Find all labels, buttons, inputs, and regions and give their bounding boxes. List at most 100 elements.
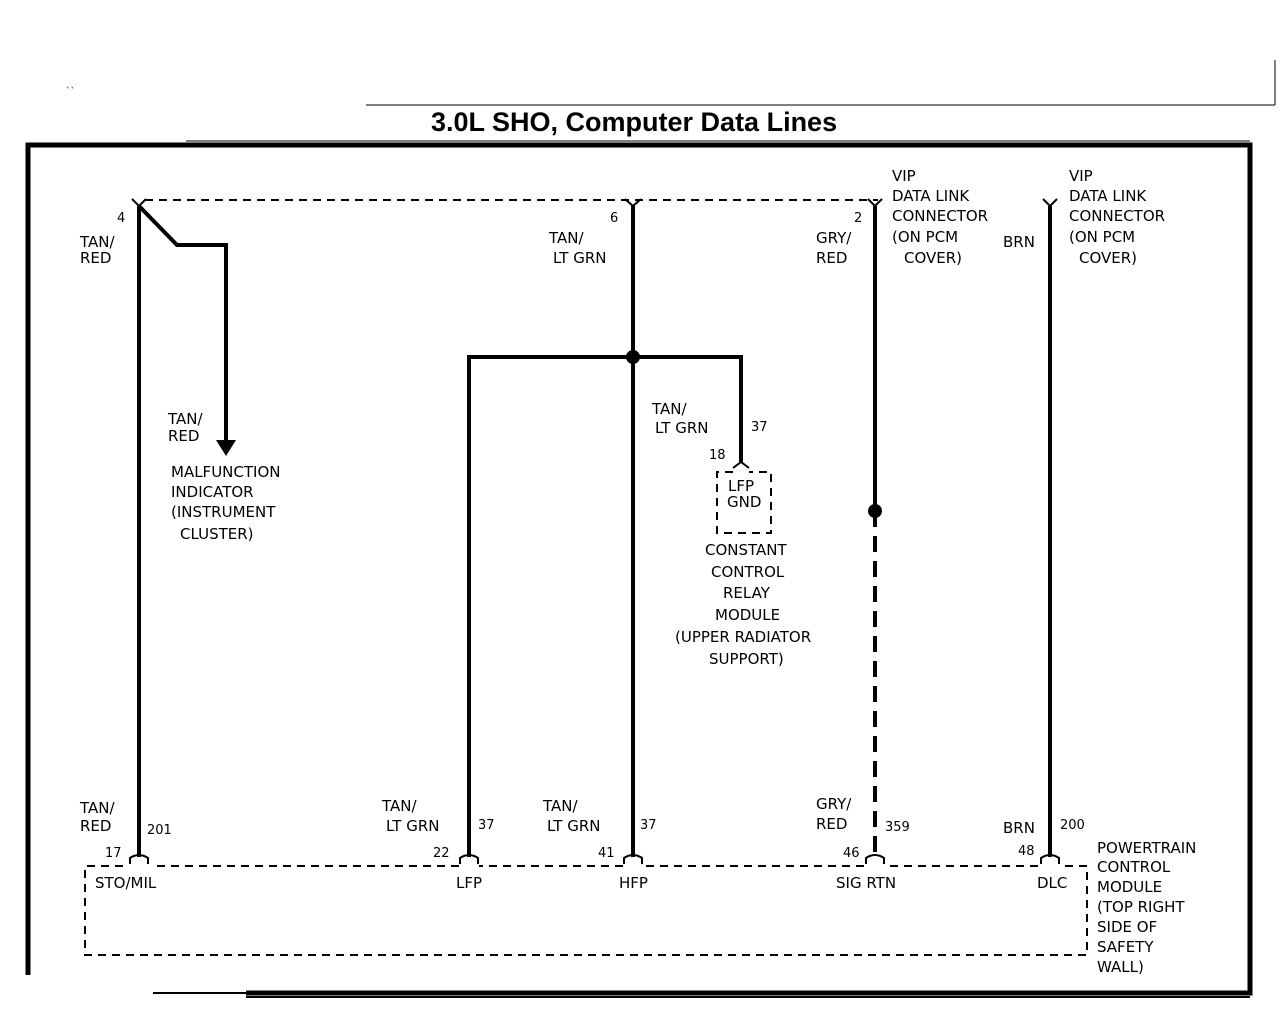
label-line: (ON PCM	[892, 228, 958, 246]
label-line: CONSTANT	[705, 541, 788, 559]
wire-color-label: BRN	[1003, 819, 1035, 837]
wire-color-label: RED	[816, 815, 847, 833]
circuit-number: 37	[478, 818, 495, 833]
pin-number: 22	[433, 846, 450, 861]
circuit-number: 37	[751, 420, 768, 435]
diagram-frame	[25, 140, 1253, 998]
pcm-pin-46	[865, 854, 885, 864]
wire-tan-ltgrn-relay	[633, 355, 743, 462]
label-line: CONNECTOR	[892, 207, 988, 225]
wire-color-label: RED	[80, 249, 111, 267]
pcm-terminal-22: TAN/ LT GRN 37 22 LFP	[381, 797, 495, 892]
label-line: MALFUNCTION	[171, 463, 280, 481]
pin-number: 6	[610, 211, 618, 226]
wire-color-label: TAN/	[548, 229, 584, 247]
label-line: SIDE OF	[1097, 918, 1157, 936]
wire-color-label: LT GRN	[655, 419, 709, 437]
label-line: VIP	[1069, 167, 1093, 185]
label-line: WALL)	[1097, 958, 1144, 976]
label-line: RELAY	[723, 584, 771, 602]
label-line: DATA LINK	[892, 187, 970, 205]
corner-mark: ``	[66, 86, 75, 97]
terminal-name: DLC	[1037, 874, 1067, 892]
wire-color-label: RED	[168, 427, 199, 445]
label-line: MODULE	[1097, 878, 1162, 896]
label-line: VIP	[892, 167, 916, 185]
circuit-number: 201	[147, 823, 172, 838]
label-line: COVER)	[904, 249, 962, 267]
pin-number: 48	[1018, 844, 1035, 859]
pin-number: 4	[117, 211, 125, 226]
pin-number: 17	[105, 846, 122, 861]
wire-color-label: LT GRN	[553, 249, 607, 267]
pcm-pin-48	[1040, 854, 1060, 864]
label-line: CONTROL	[711, 563, 785, 581]
relay-inner-label: LFP	[728, 477, 754, 495]
pcm-terminal-48: BRN 200 48 DLC	[1003, 818, 1085, 892]
label-line: (ON PCM	[1069, 228, 1135, 246]
pin-connector-6	[624, 198, 642, 208]
diagram-title: 3.0L SHO, Computer Data Lines	[431, 107, 837, 137]
pin-number: 46	[843, 846, 860, 861]
wire-color-label: TAN/	[381, 797, 417, 815]
label-line: CLUSTER)	[180, 525, 254, 543]
wire-color-label: LT GRN	[386, 817, 440, 835]
wire-color-label: TAN/	[79, 233, 115, 251]
pin-number: 18	[709, 448, 726, 463]
circuit-number: 359	[885, 820, 910, 835]
wire-tan-red-branch	[137, 204, 228, 442]
pcm-terminal-17: TAN/ RED 201 17 STO/MIL	[79, 799, 172, 892]
terminal-name: LFP	[456, 874, 482, 892]
wire-color-label: LT GRN	[547, 817, 601, 835]
pin-connector-brn	[1042, 198, 1058, 208]
pcm-terminal-46: GRY/ RED 359 46 SIG RTN	[816, 795, 910, 892]
powertrain-control-module-label: POWERTRAIN CONTROL MODULE (TOP RIGHT SID…	[1097, 839, 1196, 976]
relay-pin-connector	[732, 460, 750, 469]
wire-color-label: TAN/	[651, 400, 687, 418]
vip-data-link-connector-label-brn: VIP DATA LINK CONNECTOR (ON PCM COVER)	[1069, 167, 1165, 267]
constant-control-relay-label: TAN/ LT GRN 37 18 LFP GND CONSTANT CONTR…	[651, 400, 811, 668]
relay-inner-label: GND	[727, 493, 761, 511]
label-line: POWERTRAIN	[1097, 839, 1196, 857]
pin-number: 41	[598, 846, 615, 861]
pin-connector-4	[131, 198, 147, 208]
malfunction-indicator-label: TAN/ RED MALFUNCTION INDICATOR (INSTRUME…	[167, 410, 280, 543]
terminal-name: STO/MIL	[95, 874, 157, 892]
label-line: COVER)	[1079, 249, 1137, 267]
pcm-terminal-41: TAN/ LT GRN 37 41 HFP	[542, 797, 657, 892]
circuit-number: 37	[640, 818, 657, 833]
splice-point-hfp	[626, 350, 640, 364]
vip-data-link-connector-label: VIP DATA LINK CONNECTOR (ON PCM COVER)	[892, 167, 988, 267]
pin-number: 2	[854, 211, 862, 226]
pcm-outline	[84, 865, 1088, 956]
constant-control-relay-module-box	[716, 471, 772, 534]
label-line: INDICATOR	[171, 483, 254, 501]
label-line: (INSTRUMENT	[171, 503, 276, 521]
label-line: CONTROL	[1097, 858, 1171, 876]
label-line: DATA LINK	[1069, 187, 1147, 205]
label-line: SAFETY	[1097, 938, 1154, 956]
label-line: SUPPORT)	[709, 650, 784, 668]
terminal-name: SIG RTN	[836, 874, 896, 892]
label-line: (UPPER RADIATOR	[675, 628, 811, 646]
wire-color-label: RED	[816, 249, 847, 267]
malfunction-indicator-arrow	[216, 440, 236, 456]
wire-color-label: GRY/	[816, 229, 852, 247]
wire-color-label: GRY/	[816, 795, 852, 813]
label-line: (TOP RIGHT	[1097, 898, 1185, 916]
pcm-pin-17	[129, 854, 149, 864]
label-line: MODULE	[715, 606, 780, 624]
wire-color-label: RED	[80, 817, 111, 835]
wire-tan-ltgrn-lfp	[467, 355, 633, 857]
wire-color-label: BRN	[1003, 233, 1035, 251]
wire-color-label: TAN/	[167, 410, 203, 428]
terminal-name: HFP	[619, 874, 648, 892]
wire-color-label: TAN/	[542, 797, 578, 815]
splice-point-sig-rtn	[868, 504, 882, 518]
pcm-pin-41	[623, 854, 643, 864]
label-line: CONNECTOR	[1069, 207, 1165, 225]
pcm-pin-22	[459, 854, 479, 864]
circuit-number: 200	[1060, 818, 1085, 833]
wire-color-label: TAN/	[79, 799, 115, 817]
